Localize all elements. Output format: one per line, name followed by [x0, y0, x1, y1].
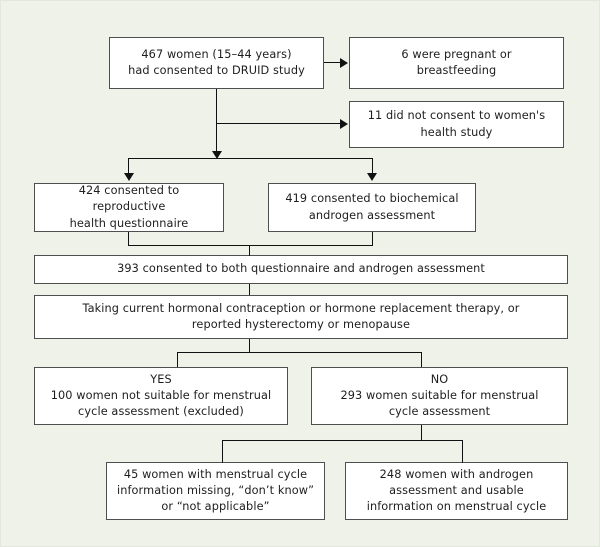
connector-to-usable-info [461, 439, 463, 463]
connector-criteria-to-yes [177, 352, 179, 367]
node-yes-branch: YES 100 women not suitable for menstrual… [34, 367, 288, 425]
connector-no-branch-down [420, 425, 422, 441]
node-yes-branch-label: YES 100 women not suitable for menstrual… [50, 372, 272, 419]
connector-consented-to-pregnant [324, 62, 344, 64]
node-no-branch-label: NO 293 women suitable for menstrual cycl… [340, 372, 539, 419]
node-criteria: Taking current hormonal contraception or… [34, 295, 568, 339]
connector-consented-down [216, 89, 218, 155]
node-usable-info-label: 248 women with androgen assessment and u… [366, 467, 547, 514]
connector-merge-to-both [249, 244, 251, 256]
node-consented: 467 women (15–44 years) had consented to… [109, 37, 324, 89]
node-pregnant-label: 6 were pregnant or breastfeeding [401, 47, 512, 77]
arrowhead-to-no-consent [340, 119, 348, 129]
connector-bottom-bar [222, 439, 463, 441]
connector-both-to-criteria [249, 284, 251, 295]
connector-criteria-down [249, 339, 251, 353]
connector-consented-to-no-consent [216, 123, 344, 125]
node-both: 393 consented to both questionnaire and … [34, 255, 568, 284]
connector-criteria-to-no [420, 352, 422, 367]
arrowhead-to-questionnaire [124, 173, 134, 181]
arrowhead-to-androgen [367, 173, 378, 181]
node-both-label: 393 consented to both questionnaire and … [117, 262, 485, 276]
node-questionnaire: 424 consented to reproductive health que… [34, 183, 224, 232]
connector-to-missing-info [222, 439, 224, 463]
arrowhead-consented-down [211, 151, 222, 159]
node-missing-info: 45 women with menstrual cycle informatio… [106, 462, 325, 520]
connector-questionnaire-down [128, 232, 130, 246]
connector-merge-bar [128, 244, 373, 246]
node-no-branch: NO 293 women suitable for menstrual cycl… [311, 367, 568, 425]
node-androgen: 419 consented to biochemical androgen as… [268, 183, 476, 232]
node-questionnaire-label: 424 consented to reproductive health que… [69, 184, 189, 230]
node-usable-info: 248 women with androgen assessment and u… [345, 462, 568, 520]
node-consented-label: 467 women (15–44 years) had consented to… [128, 47, 305, 77]
connector-split-bar [128, 158, 373, 160]
connector-androgen-down [371, 232, 373, 246]
connector-split-right-down [371, 158, 373, 176]
node-no-consent-label: 11 did not consent to women's health stu… [367, 109, 546, 139]
arrowhead-to-pregnant [340, 58, 348, 68]
node-androgen-label: 419 consented to biochemical androgen as… [285, 192, 459, 222]
node-missing-info-label: 45 women with menstrual cycle informatio… [116, 467, 315, 514]
node-pregnant: 6 were pregnant or breastfeeding [349, 37, 564, 89]
connector-criteria-bar [177, 352, 422, 354]
node-criteria-label: Taking current hormonal contraception or… [82, 301, 520, 331]
node-no-consent: 11 did not consent to women's health stu… [349, 101, 564, 148]
connector-split-left-down [128, 158, 130, 176]
